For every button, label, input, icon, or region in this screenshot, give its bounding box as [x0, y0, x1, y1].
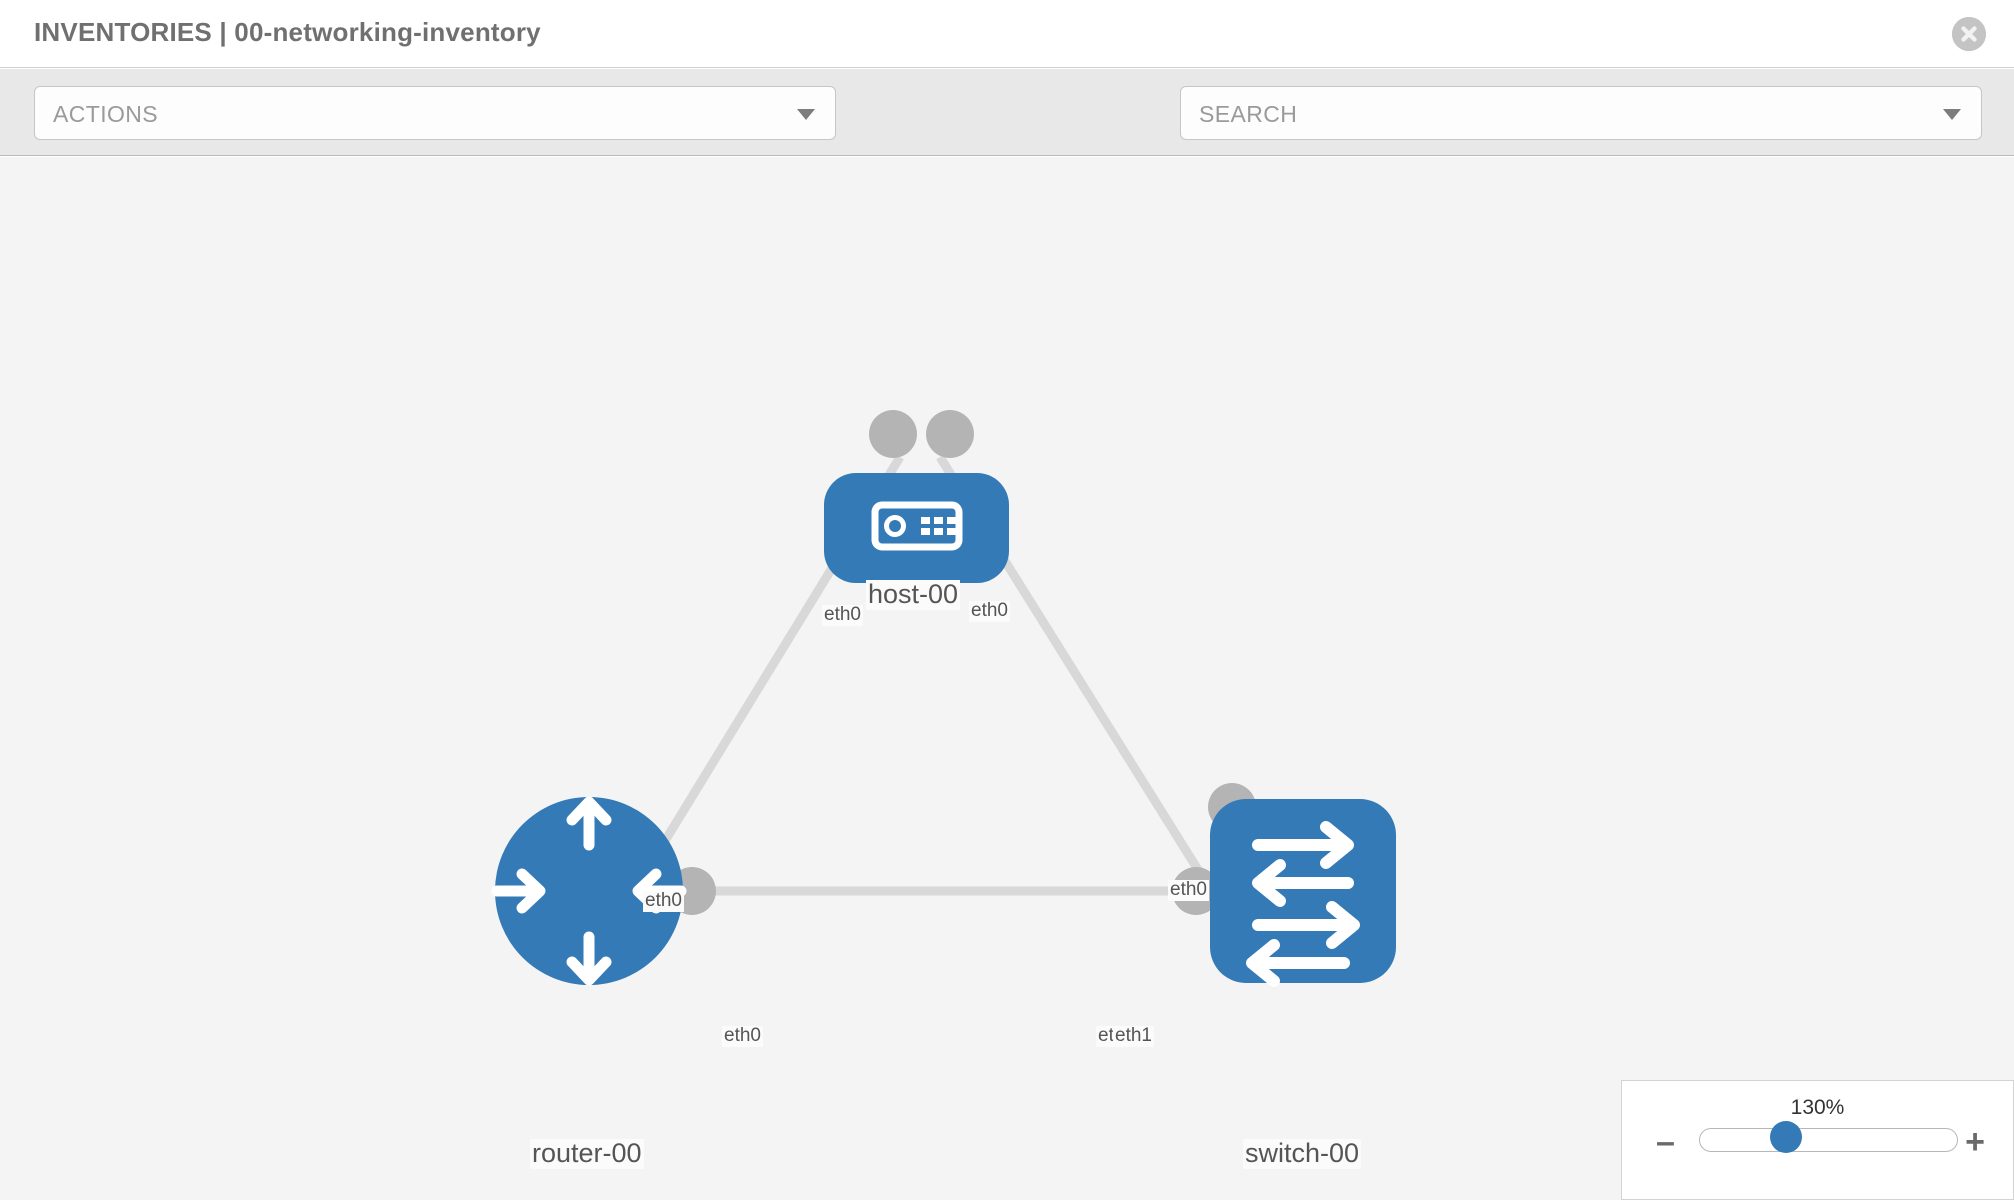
edge-label-host-right: eth0	[969, 600, 1010, 622]
edge-label-switch-eth1: eth1	[1113, 1025, 1154, 1047]
edge-label-switch-uplink: eth0	[1168, 879, 1209, 901]
close-icon[interactable]	[1952, 17, 1986, 51]
zoom-slider-thumb[interactable]	[1770, 1121, 1802, 1153]
edge-label-router-uplink: eth0	[643, 890, 684, 912]
actions-dropdown-label: ACTIONS	[53, 101, 159, 127]
toolbar: ACTIONS SEARCH	[0, 69, 2014, 196]
server-icon	[871, 501, 963, 551]
node-router-00[interactable]	[491, 796, 687, 986]
node-host-00[interactable]	[824, 473, 1009, 583]
node-label-router: router-00	[530, 1138, 644, 1169]
node-switch-00[interactable]	[1210, 799, 1396, 987]
zoom-slider-track[interactable]	[1699, 1128, 1958, 1152]
search-placeholder: SEARCH	[1199, 101, 1298, 127]
zoom-control: 130% – +	[1621, 1080, 2014, 1200]
switch-arrows-icon	[1246, 821, 1360, 987]
edge-label-router-eth0: eth0	[722, 1025, 763, 1047]
topology-canvas[interactable]: host-00 router-00 switch-00 eth0 eth0 et…	[0, 157, 2014, 1200]
chevron-down-icon[interactable]	[1943, 109, 1961, 120]
port-host-right	[926, 410, 974, 458]
page-header: INVENTORIES | 00-networking-inventory	[0, 0, 2014, 68]
zoom-in-button[interactable]: +	[1965, 1123, 1985, 1161]
port-host-left	[869, 410, 917, 458]
topology-graph	[491, 410, 1396, 987]
actions-dropdown[interactable]: ACTIONS	[34, 86, 836, 140]
zoom-out-button[interactable]: –	[1656, 1123, 1675, 1161]
edge-label-host-left: eth0	[822, 604, 863, 626]
zoom-percentage: 130%	[1790, 1096, 1845, 1119]
search-input[interactable]: SEARCH	[1180, 86, 1982, 140]
page-title: INVENTORIES | 00-networking-inventory	[34, 17, 541, 47]
node-label-host: host-00	[866, 579, 961, 610]
node-label-switch: switch-00	[1243, 1138, 1362, 1169]
chevron-down-icon	[797, 109, 815, 120]
